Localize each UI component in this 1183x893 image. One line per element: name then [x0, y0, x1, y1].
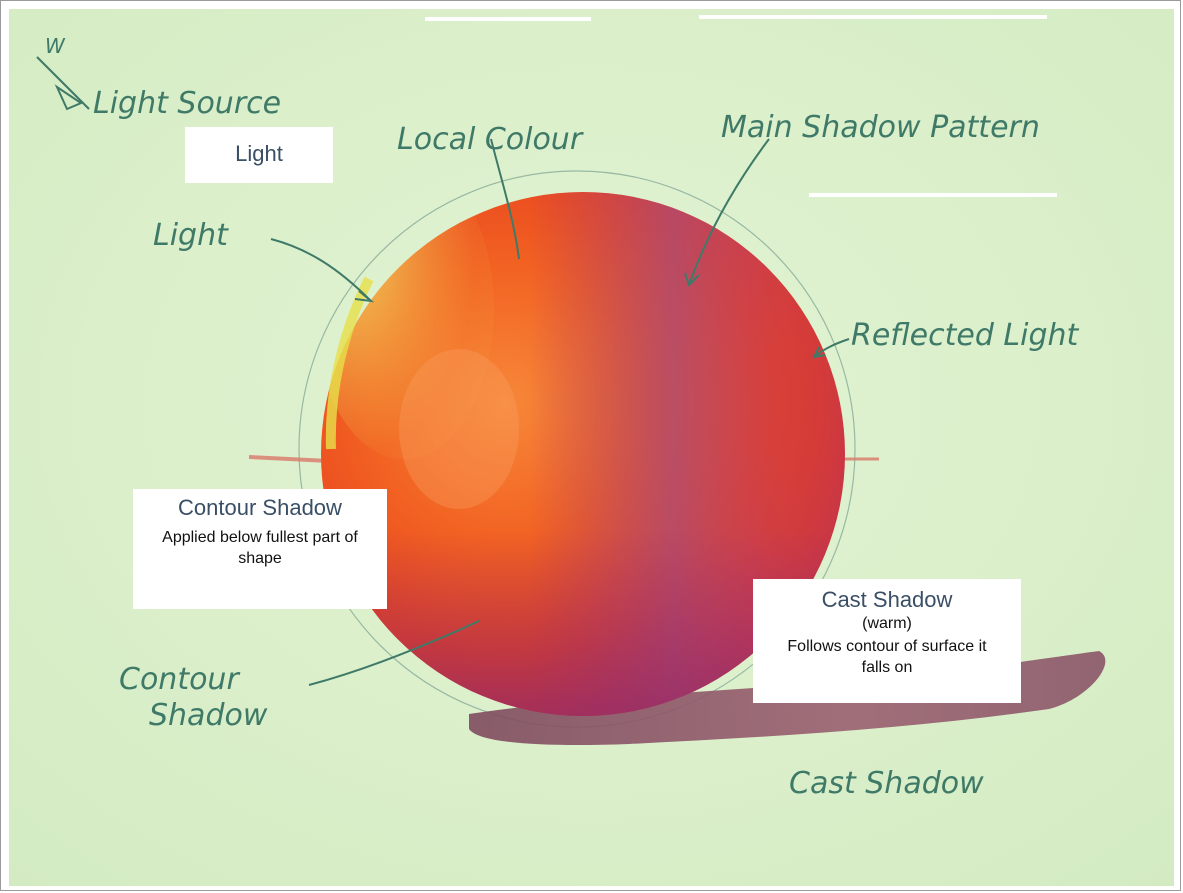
main-shadow-pattern-text: Main Shadow Pattern — [721, 110, 1040, 145]
local-colour-text: Local Colour — [397, 122, 584, 157]
reflected-light-text: Reflected Light — [851, 318, 1080, 353]
light-label-title: Light — [185, 141, 333, 167]
watercolour-illustration: W Light Source Local Colour Main Shadow … — [9, 9, 1174, 886]
cast-shadow-label-box: Cast Shadow (warm) Follows contour of su… — [753, 579, 1021, 703]
light-text: Light — [153, 218, 229, 253]
shadow-text: Shadow — [149, 698, 268, 733]
cast-shadow-title: Cast Shadow — [753, 587, 1021, 613]
contour-shadow-title: Contour Shadow — [133, 495, 387, 521]
white-overlay-line — [809, 193, 1057, 197]
contour-text: Contour — [119, 662, 240, 697]
cast-shadow-text: Cast Shadow — [789, 766, 984, 801]
light-source-text: Light Source — [93, 86, 281, 121]
cast-shadow-subtitle: (warm) — [753, 613, 1021, 634]
white-overlay-line — [699, 15, 1047, 19]
contour-shadow-label-box: Contour Shadow Applied below fullest par… — [133, 489, 387, 609]
w-mark-text: W — [45, 34, 66, 58]
cast-shadow-description: Follows contour of surface it falls on — [753, 634, 1021, 678]
watercolour-paper: W Light Source Local Colour Main Shadow … — [9, 9, 1174, 886]
light-label-box: Light — [185, 127, 333, 183]
white-overlay-line — [425, 17, 591, 21]
contour-shadow-description: Applied below fullest part of shape — [133, 521, 387, 569]
